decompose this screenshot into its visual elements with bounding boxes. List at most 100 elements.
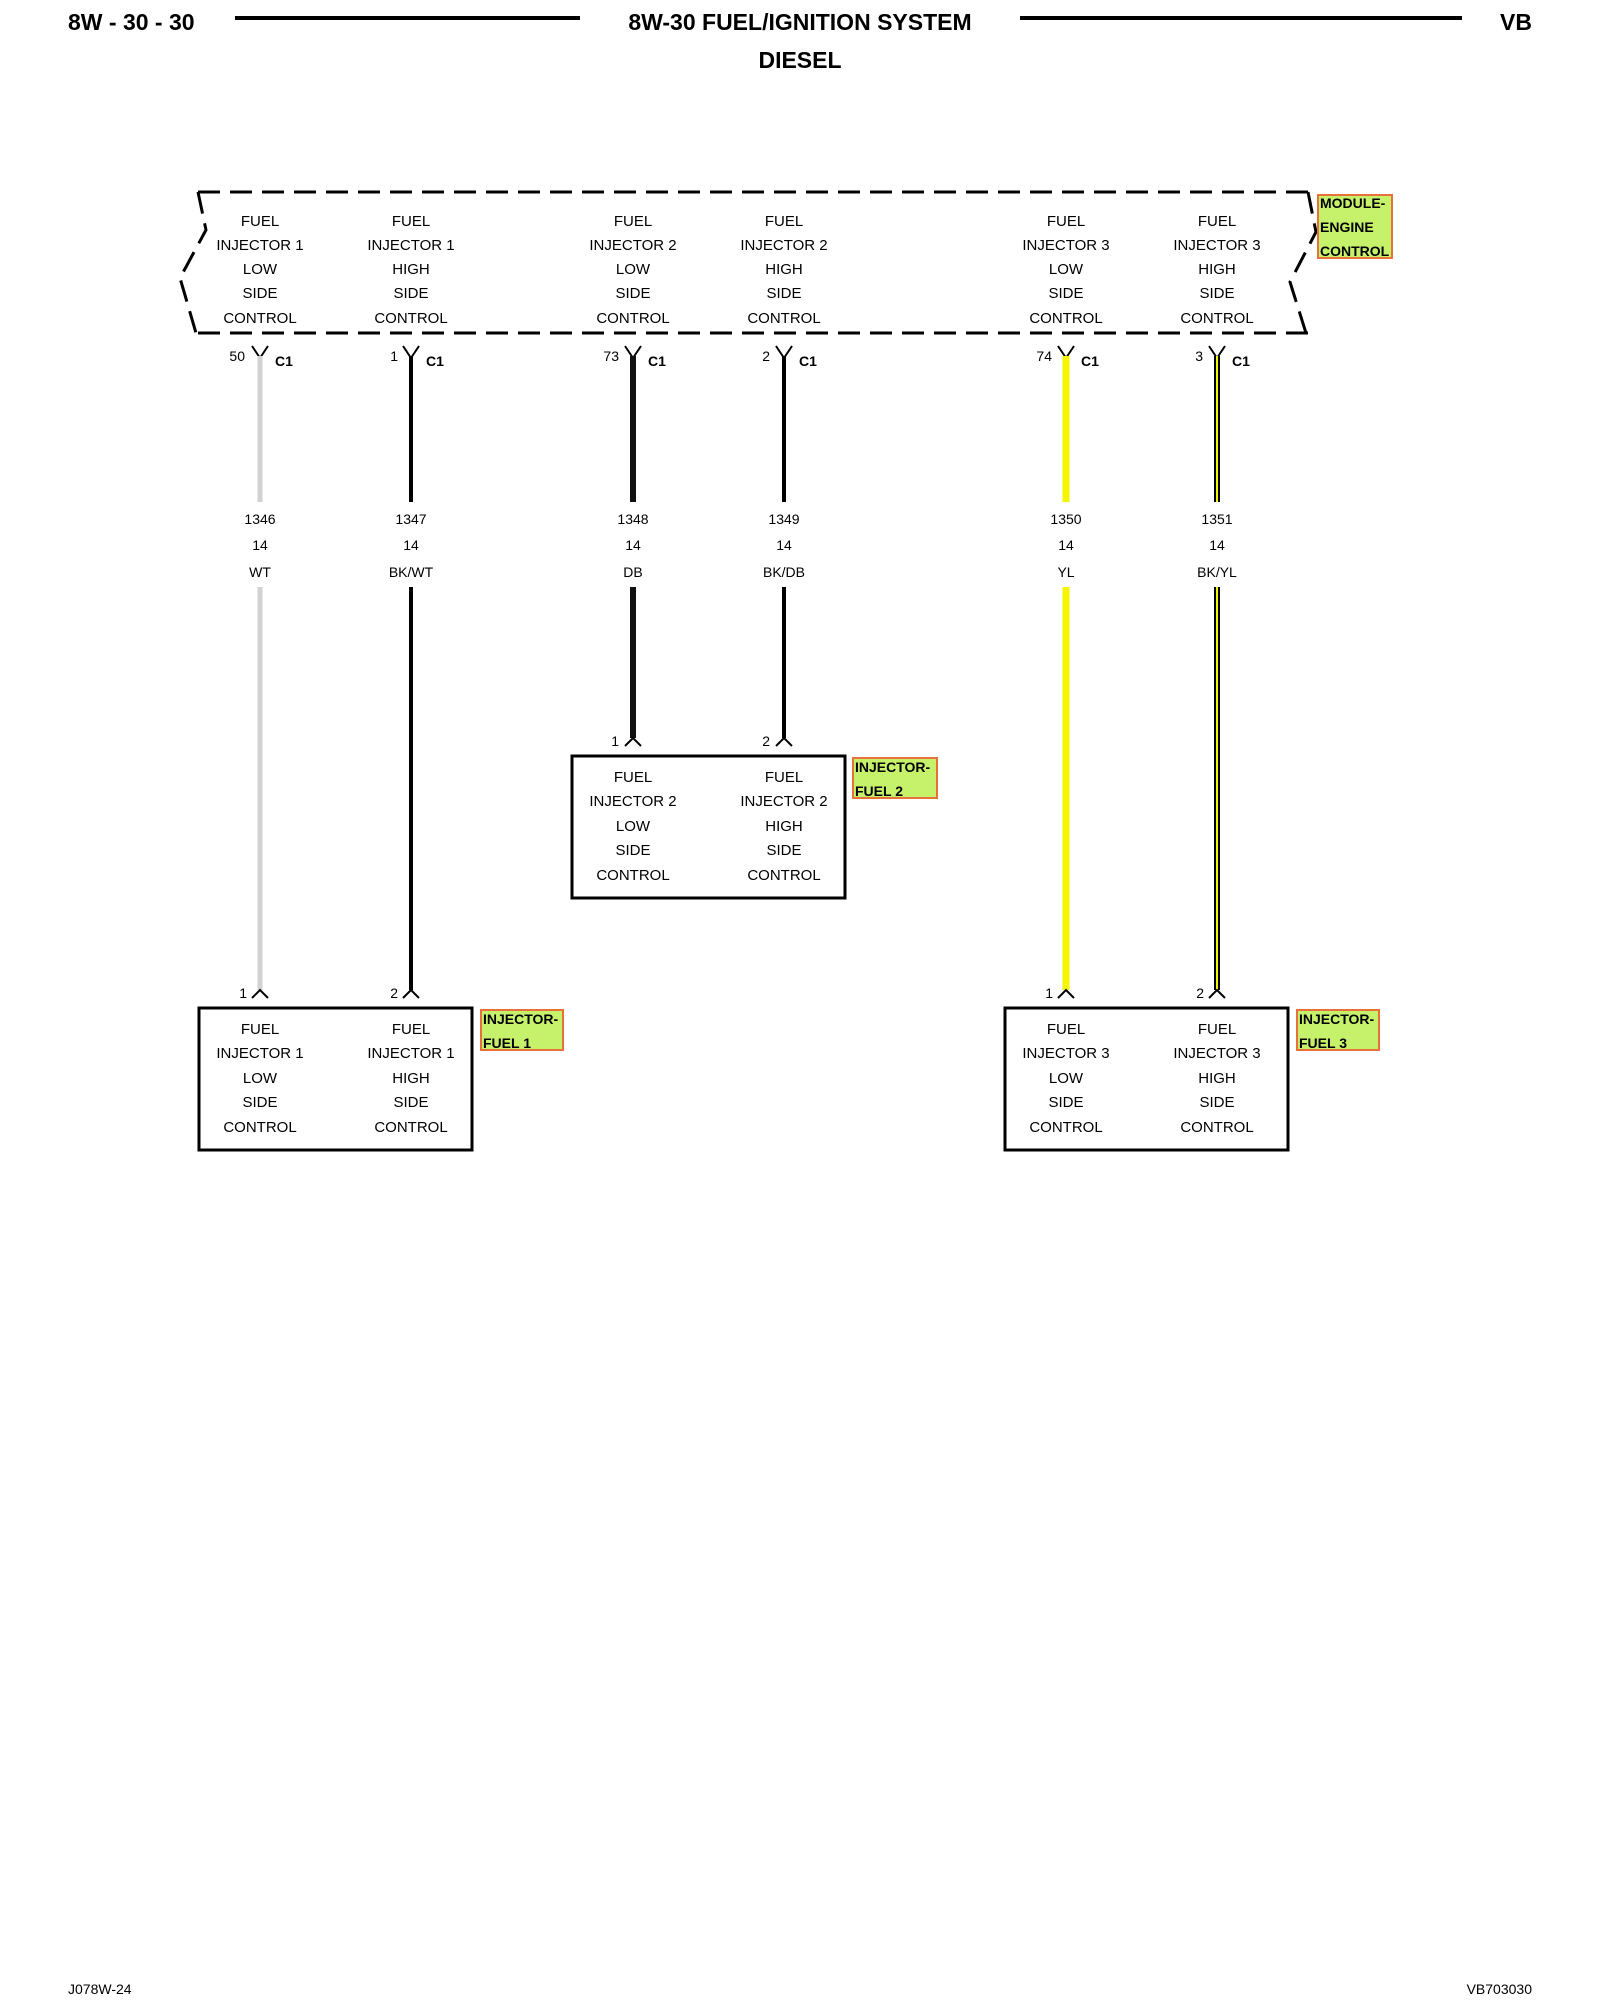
terminal-label: HIGH xyxy=(392,261,430,278)
injector-label: INJECTOR 2 xyxy=(589,793,676,810)
injector-fuel-3: 1 2 FUEL INJECTOR 3 LOW SIDE CONTROL FUE… xyxy=(1003,985,1380,1152)
terminal-label: INJECTOR 1 xyxy=(216,237,303,254)
terminal-label: HIGH xyxy=(1198,261,1236,278)
model-code: VB xyxy=(1500,9,1532,35)
terminal-label: INJECTOR 3 xyxy=(1022,237,1109,254)
pin-number: 3 xyxy=(1195,348,1203,364)
injector-tag-line: INJECTOR- xyxy=(483,1011,559,1027)
injector-label: INJECTOR 3 xyxy=(1022,1045,1109,1062)
connector-id: C1 xyxy=(275,353,293,369)
circuit-number: 1348 xyxy=(617,511,648,527)
terminal-label: SIDE xyxy=(1048,285,1083,302)
connector-id: C1 xyxy=(648,353,666,369)
terminal-label: CONTROL xyxy=(1180,310,1253,327)
connector-id: C1 xyxy=(426,353,444,369)
injector-tag-line: INJECTOR- xyxy=(855,759,931,775)
injector-fuel-1-tag: INJECTOR- FUEL 1 xyxy=(480,1009,564,1051)
module-terminal-1: FUEL INJECTOR 1 LOW SIDE CONTROL xyxy=(216,213,303,327)
circuit-number: 1351 xyxy=(1201,511,1232,527)
pin-number: 74 xyxy=(1036,348,1052,364)
terminal-label: INJECTOR 1 xyxy=(367,237,454,254)
terminal-label: FUEL xyxy=(765,213,803,230)
terminal-label: SIDE xyxy=(766,285,801,302)
injector-label: CONTROL xyxy=(1029,1119,1102,1136)
footer-left-code: J078W-24 xyxy=(68,1981,132,1997)
injector-label: CONTROL xyxy=(1180,1119,1253,1136)
terminal-label: CONTROL xyxy=(1029,310,1102,327)
module-terminal-4: FUEL INJECTOR 2 HIGH SIDE CONTROL xyxy=(740,213,827,327)
terminal-label: INJECTOR 3 xyxy=(1173,237,1260,254)
injector-tag-line: INJECTOR- xyxy=(1299,1011,1375,1027)
injector-fuel-1: 1 2 FUEL INJECTOR 1 LOW SIDE CONTROL FUE… xyxy=(197,985,564,1152)
injector-tag-line: FUEL 3 xyxy=(1299,1035,1347,1051)
injector-box xyxy=(1003,1006,1290,1152)
wire-gauge: 14 xyxy=(403,537,419,553)
wire-color: WT xyxy=(249,564,271,580)
module-tag-line: MODULE- xyxy=(1320,195,1386,211)
circuit-number: 1349 xyxy=(768,511,799,527)
terminal-label: SIDE xyxy=(242,285,277,302)
terminal-label: HIGH xyxy=(765,261,803,278)
injector-label: HIGH xyxy=(765,818,803,835)
connector-pin-symbol xyxy=(251,988,269,999)
module-pin-1: 1 C1 xyxy=(390,345,444,369)
wire-gauge: 14 xyxy=(625,537,641,553)
wire-gauge: 14 xyxy=(1209,537,1225,553)
injector-label: SIDE xyxy=(1199,1094,1234,1111)
injector-label: LOW xyxy=(243,1070,278,1087)
injector-label: SIDE xyxy=(1048,1094,1083,1111)
connector-id: C1 xyxy=(1232,353,1250,369)
module-terminal-6: FUEL INJECTOR 3 HIGH SIDE CONTROL xyxy=(1173,213,1260,327)
injector-label: SIDE xyxy=(393,1094,428,1111)
injector-tag-line: FUEL 2 xyxy=(855,783,903,799)
footer-right-code: VB703030 xyxy=(1467,1981,1533,1997)
wire-gauge: 14 xyxy=(252,537,268,553)
wire-label-1346: 1346 14 WT xyxy=(244,511,275,580)
injector-fuel-3-tag: INJECTOR- FUEL 3 xyxy=(1296,1009,1380,1051)
injector-label: CONTROL xyxy=(596,867,669,884)
wire-label-1349: 1349 14 BK/DB xyxy=(763,511,805,580)
module-pin-50: 50 C1 xyxy=(229,345,293,369)
connector-pin-symbol xyxy=(624,736,642,747)
wire-gauge: 14 xyxy=(1058,537,1074,553)
injector-label: INJECTOR 3 xyxy=(1173,1045,1260,1062)
terminal-label: SIDE xyxy=(1199,285,1234,302)
pin-number: 1 xyxy=(239,985,247,1001)
injector-label: SIDE xyxy=(766,842,801,859)
pin-number: 2 xyxy=(1196,985,1204,1001)
terminal-label: FUEL xyxy=(614,213,652,230)
terminal-label: INJECTOR 2 xyxy=(740,237,827,254)
injector-label: SIDE xyxy=(242,1094,277,1111)
terminal-label: SIDE xyxy=(393,285,428,302)
injector-label: FUEL xyxy=(241,1021,279,1038)
injector-label: CONTROL xyxy=(374,1119,447,1136)
pin-number: 1 xyxy=(390,348,398,364)
module-terminal-5: FUEL INJECTOR 3 LOW SIDE CONTROL xyxy=(1022,213,1109,327)
injector-label: FUEL xyxy=(392,1021,430,1038)
pin-number: 1 xyxy=(1045,985,1053,1001)
connector-pin-symbol xyxy=(1057,988,1075,999)
wire-label-1347: 1347 14 BK/WT xyxy=(389,511,434,580)
injector-label: SIDE xyxy=(615,842,650,859)
module-tag-line: ENGINE xyxy=(1320,219,1374,235)
injector-label: INJECTOR 1 xyxy=(216,1045,303,1062)
terminal-label: LOW xyxy=(243,261,278,278)
connector-pin-symbol xyxy=(775,736,793,747)
injector-label: HIGH xyxy=(1198,1070,1236,1087)
terminal-label: LOW xyxy=(1049,261,1084,278)
wire-label-1350: 1350 14 YL xyxy=(1050,511,1081,580)
wire-label-1348: 1348 14 DB xyxy=(617,511,648,580)
module-tag-line: CONTROL xyxy=(1320,243,1390,259)
terminal-label: CONTROL xyxy=(374,310,447,327)
module-pin-3: 3 C1 xyxy=(1195,345,1250,369)
injector-box xyxy=(197,1006,474,1152)
connector-pin-symbol xyxy=(1208,988,1226,999)
injector-tag-line: FUEL 1 xyxy=(483,1035,531,1051)
pin-number: 2 xyxy=(390,985,398,1001)
circuit-number: 1347 xyxy=(395,511,426,527)
module-engine-control-tag: MODULE- ENGINE CONTROL xyxy=(1317,194,1393,259)
injector-label: FUEL xyxy=(1198,1021,1236,1038)
pin-number: 50 xyxy=(229,348,245,364)
module-pin-2: 2 C1 xyxy=(762,345,817,369)
